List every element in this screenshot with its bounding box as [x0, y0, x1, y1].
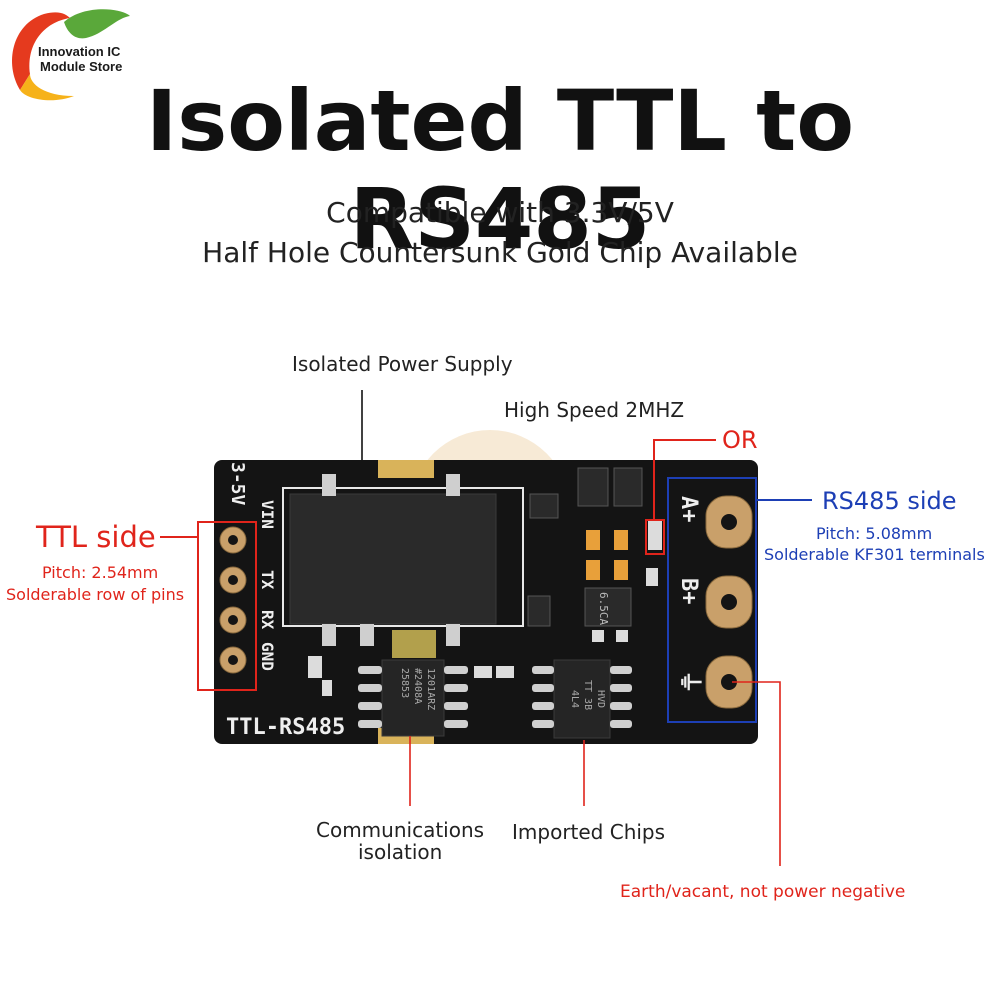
silk-pin-gnd: GND: [258, 642, 277, 671]
label-ttl-side: TTL side: [36, 520, 156, 554]
isolator-chip: [381, 659, 445, 737]
silk-term-a: A+: [676, 496, 701, 523]
silk-pin-vin: VIN: [258, 500, 277, 529]
chip1-mark-1: 1201ARZ: [425, 668, 436, 710]
silk-voltage: 3-5V: [227, 462, 248, 506]
label-rs485-side: RS485 side: [822, 487, 957, 515]
label-high-speed: High Speed 2MHZ: [504, 398, 685, 422]
chip2-mark-3: 4L4: [569, 690, 580, 708]
label-rs485-terminals: Solderable KF301 terminals: [764, 545, 985, 564]
label-rs485-pitch: Pitch: 5.08mm: [816, 524, 933, 543]
store-logo: Innovation IC Module Store: [4, 4, 134, 104]
logo-text-1: Innovation IC: [38, 44, 121, 59]
label-earth: Earth/vacant, not power negative: [620, 882, 906, 902]
label-comm-isolation-2: isolation: [358, 840, 443, 864]
silk-pin-rx: RX: [258, 610, 277, 630]
label-comm-isolation-1: Communications: [316, 818, 485, 842]
logo-text-2: Module Store: [40, 59, 123, 74]
silk-board-name: TTL-RS485: [226, 715, 345, 740]
logo-icon: [12, 9, 130, 101]
subtitle-chip: Half Hole Countersunk Gold Chip Availabl…: [202, 236, 798, 269]
ttl-highlight-box: [197, 521, 257, 691]
chip2-mark-2: TT 3B: [582, 680, 593, 710]
subtitle-compat: Compatible with 3.3V/5V: [326, 196, 674, 229]
transceiver-chip: [553, 659, 611, 739]
label-isolated-power: Isolated Power Supply: [292, 352, 513, 376]
chip2-mark-1: HVD: [595, 690, 606, 708]
label-imported-chips: Imported Chips: [512, 820, 666, 844]
silk-term-gnd: ⏚: [676, 670, 704, 694]
chip1-mark-2: #2408A: [412, 668, 423, 704]
label-ttl-pins: Solderable row of pins: [6, 585, 185, 604]
silk-diode: 6.5CA: [597, 592, 610, 625]
label-or: OR: [722, 426, 758, 454]
silk-term-b: B+: [676, 578, 701, 605]
power-module: [289, 493, 497, 625]
label-ttl-pitch: Pitch: 2.54mm: [42, 563, 159, 582]
silk-pin-tx: TX: [258, 570, 277, 590]
chip1-mark-3: 25853: [399, 668, 410, 698]
page-title: Isolated TTL to RS485: [145, 72, 855, 268]
rs485-highlight-box: [667, 477, 757, 723]
